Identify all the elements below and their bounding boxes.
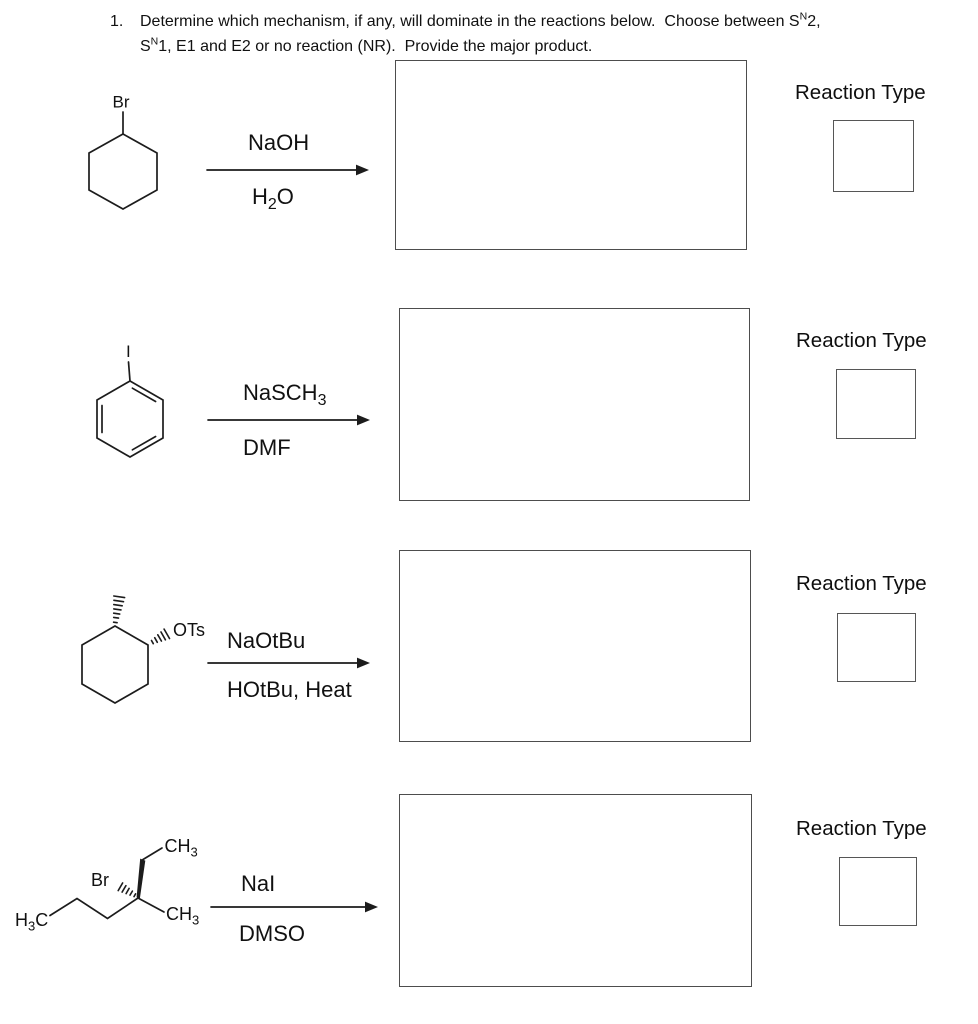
alkyl-chain <box>49 897 139 920</box>
reaction-arrow-head-icon <box>365 901 378 913</box>
hash-wedge-ots <box>150 628 171 645</box>
reaction-arrow-head-icon <box>357 414 370 426</box>
product-answer-box-2[interactable] <box>399 308 750 501</box>
question-text: Determine which mechanism, if any, will … <box>140 9 970 59</box>
atom-label-br: Br <box>91 870 109 890</box>
reaction-type-label-4: Reaction Type <box>796 817 927 840</box>
reaction-arrow-head-icon <box>357 657 370 669</box>
reaction-2-scheme: I NaSCH3 DMF <box>96 342 370 460</box>
reagent-label: NaI <box>241 871 275 896</box>
cyclohexane-ring <box>81 625 149 704</box>
benzene-double-bond <box>131 435 157 451</box>
reagent-label: NaOH <box>248 130 309 155</box>
question-number: 1. <box>110 13 124 30</box>
hash-wedge-methyl <box>112 595 126 624</box>
reaction-arrow-head-icon <box>356 164 369 176</box>
question-line-1: Determine which mechanism, if any, will … <box>140 10 821 30</box>
atom-label-ots: OTs <box>173 620 205 640</box>
product-answer-box-1[interactable] <box>395 60 747 250</box>
product-answer-box-4[interactable] <box>399 794 752 987</box>
solid-wedge-ethyl <box>136 858 146 899</box>
reaction-3-scheme: OTs NaOtBu HOtBu, Heat <box>81 595 370 704</box>
reagent-label: NaSCH3 <box>243 380 327 409</box>
reaction-1-scheme: Br NaOH H2O <box>88 93 369 213</box>
reaction-type-answer-box-3[interactable] <box>837 613 916 682</box>
benzene-double-bond <box>131 387 157 403</box>
question-line-2: SN1, E1 and E2 or no reaction (NR). Prov… <box>140 35 593 55</box>
reaction-type-label-3: Reaction Type <box>796 572 927 595</box>
i-bond <box>127 361 131 382</box>
solvent-label: H2O <box>252 184 294 213</box>
reaction-4-scheme: H3C Br CH3 CH3 NaI DMSO <box>15 836 378 946</box>
hash-wedge-br <box>117 882 137 898</box>
question-header: 1. Determine which mechanism, if any, wi… <box>110 9 970 59</box>
reaction-type-answer-box-1[interactable] <box>833 120 914 192</box>
cyclohexane-ring <box>88 133 158 210</box>
reaction-type-label-2: Reaction Type <box>796 329 927 352</box>
solvent-label: DMSO <box>239 921 305 946</box>
atom-label-br: Br <box>113 93 130 112</box>
product-answer-box-3[interactable] <box>399 550 751 742</box>
methyl-bond <box>137 897 165 913</box>
atom-label-ch3-right: CH3 <box>166 904 199 928</box>
solvent-label: HOtBu, Heat <box>227 677 352 702</box>
solvent-label: DMF <box>243 435 291 460</box>
reaction-type-answer-box-2[interactable] <box>836 369 916 439</box>
ethyl-bond <box>141 847 163 861</box>
reaction-type-label-1: Reaction Type <box>795 81 926 104</box>
benzene-ring <box>96 380 164 458</box>
atom-label-i: I <box>126 342 131 361</box>
reagent-label: NaOtBu <box>227 628 305 653</box>
reaction-type-answer-box-4[interactable] <box>839 857 917 926</box>
atom-label-h3c: H3C <box>15 910 48 934</box>
atom-label-ch3-top: CH3 <box>165 836 198 860</box>
